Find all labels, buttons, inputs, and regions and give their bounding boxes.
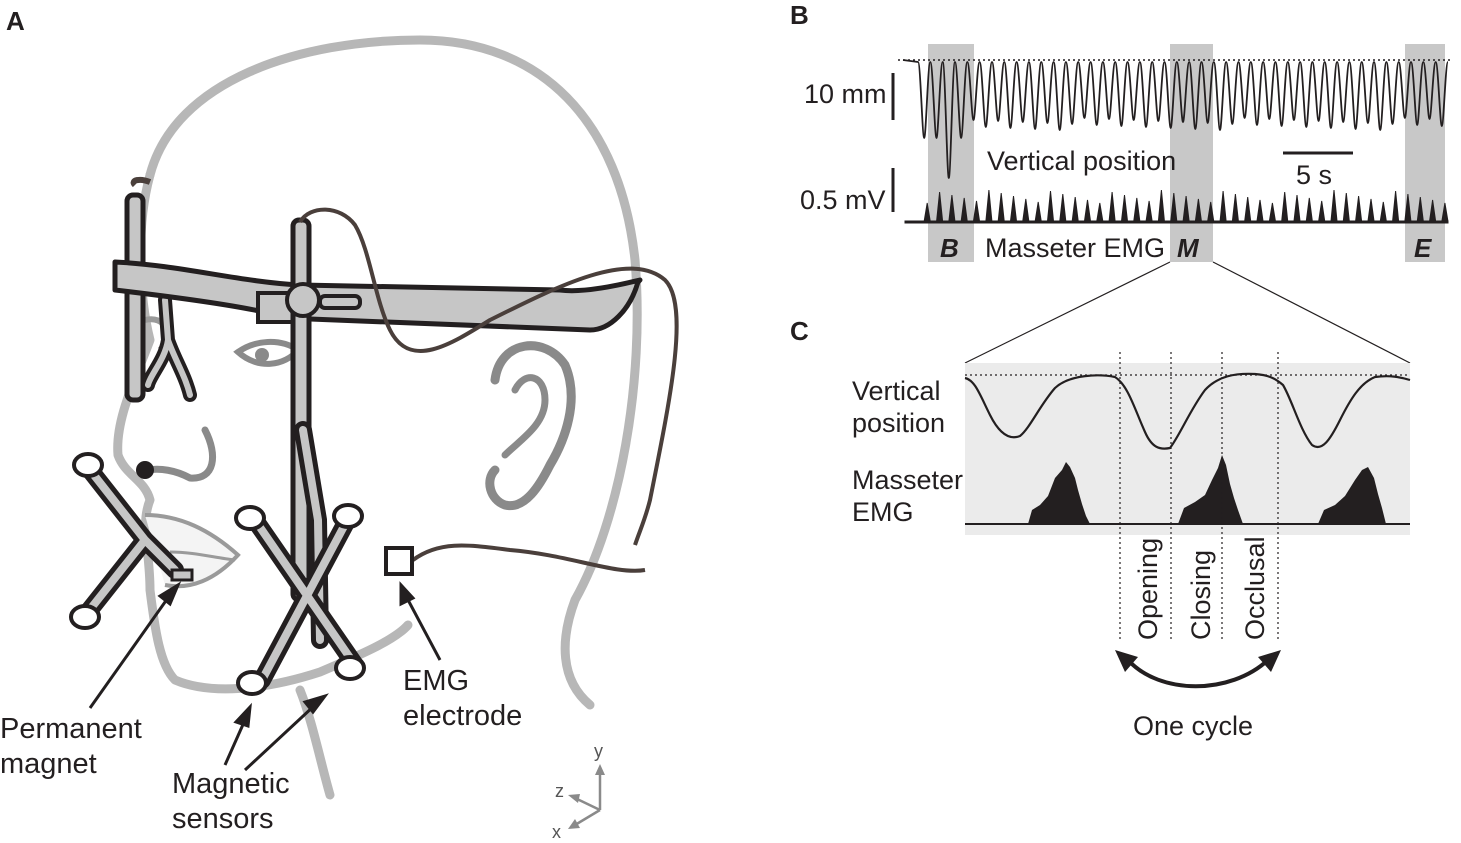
scale-vertical-label: 10 mm xyxy=(804,79,887,109)
phase-occlusal-label: Occlusal xyxy=(1240,536,1270,640)
zoom-emg-burst-2 xyxy=(1178,455,1243,524)
segment-b-label: B xyxy=(940,233,959,263)
one-cycle-arrow xyxy=(1115,650,1281,689)
magnetic-sensor-left xyxy=(69,452,184,630)
head-frame xyxy=(112,176,643,649)
magnetic-sensors-label-line2: sensors xyxy=(172,803,274,835)
magnetic-sensor-right xyxy=(234,503,366,696)
zoom-emg-burst-3 xyxy=(1318,467,1386,524)
magnetic-sensors-label-line1: Magnetic xyxy=(172,768,290,800)
vertical-position-label-line2: position xyxy=(852,408,945,438)
one-cycle-label: One cycle xyxy=(1133,711,1253,741)
panel-a-letter: A xyxy=(6,6,25,36)
scale-emg-label: 0.5 mV xyxy=(800,185,886,215)
nose xyxy=(144,426,216,482)
segment-e-label: E xyxy=(1414,233,1432,263)
masseter-emg-label: Masseter EMG xyxy=(985,233,1165,263)
permanent-magnet-label-line1: Permanent xyxy=(0,713,142,745)
permanent-magnet-label-line2: magnet xyxy=(0,748,97,780)
panel-b-letter: B xyxy=(790,0,809,30)
vertical-position-label: Vertical position xyxy=(987,146,1176,176)
vertical-position-trace xyxy=(902,59,1449,179)
zoom-line-left xyxy=(964,261,1171,364)
segment-m-label: M xyxy=(1177,233,1200,263)
phase-dividers xyxy=(1119,352,1279,640)
phase-opening-label: Opening xyxy=(1133,538,1163,640)
emg-electrode-label-line2: electrode xyxy=(403,700,522,732)
panel-c-letter: C xyxy=(790,316,809,346)
scale-time-label: 5 s xyxy=(1296,160,1332,190)
phase-closing-label: Closing xyxy=(1186,550,1216,640)
zoom-emg-burst-1 xyxy=(1028,462,1090,524)
permanent-magnet xyxy=(170,568,194,582)
vertical-position-label-line1: Vertical xyxy=(852,376,941,406)
emg-electrode xyxy=(384,546,414,576)
annotation-arrows xyxy=(88,581,442,772)
zoom-line-right xyxy=(1212,261,1411,364)
masseter-label-line2: EMG xyxy=(852,497,914,527)
sensor-cable xyxy=(298,207,679,546)
emg-electrode-label-line1: EMG xyxy=(403,665,469,697)
axis-x-label: x xyxy=(552,822,561,842)
neck-line xyxy=(295,685,335,800)
electrode-cable xyxy=(411,543,646,573)
coordinate-axes xyxy=(568,764,605,829)
zoom-vertical-trace xyxy=(964,372,1411,450)
recording-segments xyxy=(928,44,1445,262)
axis-y-label: y xyxy=(594,741,603,761)
head-illustration xyxy=(113,35,642,800)
axis-z-label: z xyxy=(555,781,564,801)
ear xyxy=(485,341,576,511)
masseter-emg-trace xyxy=(904,189,1449,224)
masseter-label-line1: Masseter xyxy=(852,465,963,495)
head-outline xyxy=(145,35,642,710)
